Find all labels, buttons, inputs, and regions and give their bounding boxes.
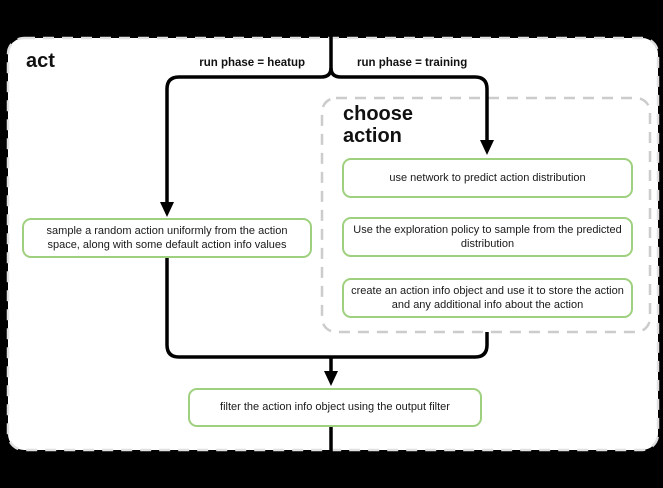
- node-exploration-policy-sample: Use the exploration policy to sample fro…: [342, 217, 633, 257]
- node-sample-random-action: sample a random action uniformly from th…: [22, 218, 312, 258]
- arrowhead-heatup: [160, 202, 174, 217]
- node-create-action-info-object: create an action info object and use it …: [342, 278, 633, 318]
- choose-action-group-title: choose action: [343, 103, 414, 148]
- arrowhead-training: [480, 140, 494, 155]
- arrow-merge-right: [331, 332, 489, 359]
- edge-label-run-phase-training: run phase = training: [357, 57, 468, 69]
- act-group-title: act: [26, 50, 55, 72]
- node-filter-action-info: filter the action info object using the …: [188, 388, 482, 427]
- node-use-network-predict: use network to predict action distributi…: [342, 158, 633, 198]
- arrowhead-merge: [324, 371, 338, 386]
- arrow-heatup-branch: [165, 67, 333, 203]
- edge-label-run-phase-heatup: run phase = heatup: [199, 57, 305, 69]
- arrow-merge-left: [165, 258, 331, 359]
